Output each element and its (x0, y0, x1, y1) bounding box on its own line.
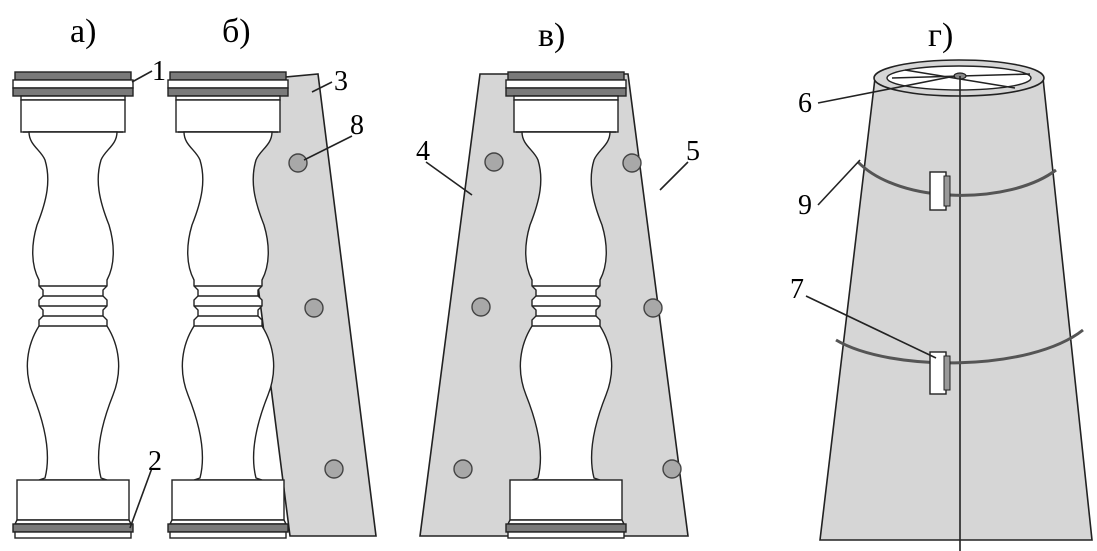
callout-9: 9 (798, 190, 812, 221)
pin-hole (304, 298, 324, 318)
leader-lines (129, 70, 956, 529)
callout-8: 8 (350, 110, 364, 141)
pin-hole (662, 459, 682, 479)
pin-hole (453, 459, 473, 479)
callout-4: 4 (416, 136, 430, 167)
baluster-a (12, 71, 134, 539)
callout-1: 1 (152, 56, 166, 87)
pin-hole (471, 297, 491, 317)
panel-label-b: б) (222, 13, 251, 50)
callout-2: 2 (148, 446, 162, 477)
pin-hole (484, 152, 504, 172)
callout-7: 7 (790, 274, 804, 305)
pin-hole (643, 298, 663, 318)
callout-6: 6 (798, 88, 812, 119)
panel-label-c: в) (538, 17, 565, 54)
panel-label-a: а) (70, 13, 96, 50)
assembled-mold (819, 59, 1093, 551)
pin-hole (288, 153, 308, 173)
callout-5: 5 (686, 136, 700, 167)
pin-hole (324, 459, 344, 479)
pin-hole (622, 153, 642, 173)
panel-label-d: г) (928, 17, 953, 54)
callout-3: 3 (334, 66, 348, 97)
